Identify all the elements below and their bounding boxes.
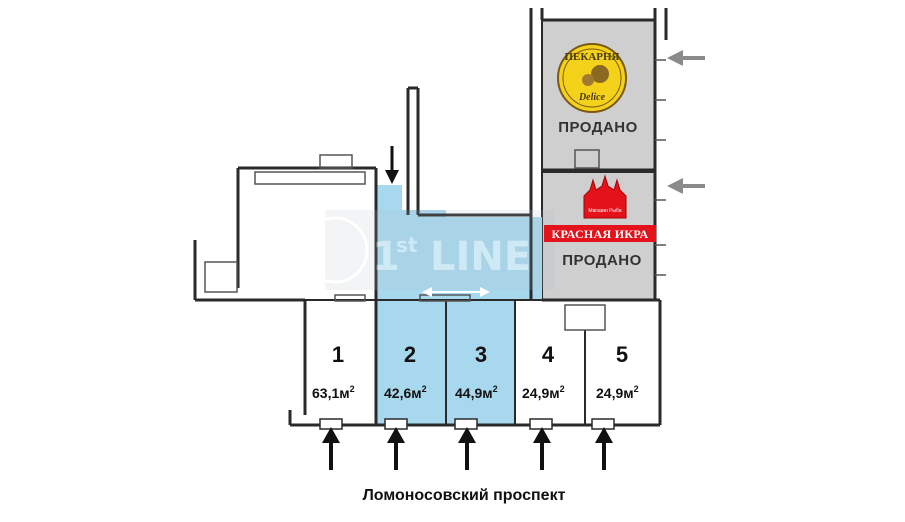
sold-label-caviar: ПРОДАНО [562, 252, 642, 269]
entrance-arrow-icon [595, 427, 613, 470]
bakery-logo: ПЕКАРНЯ Delice [557, 43, 627, 113]
svg-text:3: 3 [475, 342, 487, 367]
caviar-logo: Магазин Рыба [583, 174, 627, 219]
side-arrow-icon [667, 178, 705, 194]
entrance-arrow-icon [458, 427, 476, 470]
bakery-logo-bottom: Delice [578, 92, 606, 103]
unit-2: 2 42,6м2 [384, 342, 427, 401]
watermark-word: LINE [430, 234, 531, 280]
unit-2-fill [376, 185, 446, 425]
corridor-arrow-icon [422, 287, 490, 297]
wall-details [204, 59, 666, 331]
caviar-sign: КРАСНАЯ ИКРА [544, 225, 656, 242]
entrance-arrow-icon [533, 427, 551, 470]
side-arrows [667, 50, 705, 194]
svg-text:44,9м2: 44,9м2 [455, 384, 498, 401]
top-entrance-arrow-icon [385, 146, 399, 184]
unit-1: 1 63,1м2 [312, 342, 355, 401]
svg-text:24,9м2: 24,9м2 [596, 384, 639, 401]
watermark-prefix: 1 [372, 234, 400, 280]
unit-3: 3 44,9м2 [455, 342, 498, 401]
svg-text:2: 2 [404, 342, 416, 367]
unit-5: 5 24,9м2 [596, 342, 639, 401]
entrance-arrows [322, 427, 613, 470]
watermark: 1 st LINE [301, 210, 555, 290]
walls [193, 8, 668, 427]
unit-3-fill [446, 217, 542, 425]
svg-text:5: 5 [616, 342, 628, 367]
svg-text:63,1м2: 63,1м2 [312, 384, 355, 401]
street-label: Ломоносовский проспект [363, 487, 566, 504]
svg-text:24,9м2: 24,9м2 [522, 384, 565, 401]
caviar-sign-text: КРАСНАЯ ИКРА [552, 227, 649, 241]
svg-text:42,6м2: 42,6м2 [384, 384, 427, 401]
watermark-suffix: st [396, 233, 418, 257]
svg-text:1: 1 [332, 342, 344, 367]
caviar-logo-text: Магазин Рыба [588, 208, 621, 214]
bakery-logo-top: ПЕКАРНЯ [564, 51, 619, 63]
side-arrow-icon [667, 50, 705, 66]
svg-text:4: 4 [542, 342, 555, 367]
unit-4: 4 24,9м2 [522, 342, 565, 401]
entrance-arrow-icon [387, 427, 405, 470]
sold-label-bakery: ПРОДАНО [558, 119, 638, 136]
entrance-arrow-icon [322, 427, 340, 470]
